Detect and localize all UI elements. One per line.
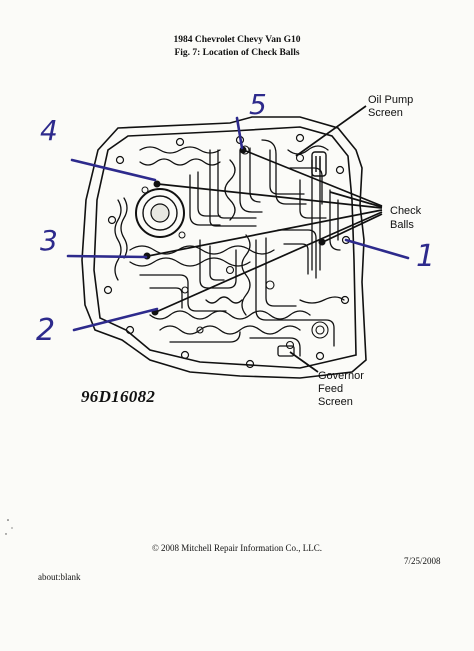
- source-url: about:blank: [38, 572, 81, 582]
- oil-pump-label-line1: Oil Pump: [368, 94, 413, 106]
- governor-label-line1: Governor: [318, 370, 364, 382]
- handwritten-numbers: 5 4 3 2 1: [36, 88, 435, 348]
- hand-number-5: 5: [249, 88, 267, 121]
- check-balls-label-line1: Check: [390, 205, 422, 217]
- governor-feed-screen: [277, 345, 295, 357]
- hand-number-1: 1: [416, 239, 435, 274]
- pen-markings: [66, 116, 410, 332]
- copyright-notice: © 2008 Mitchell Repair Information Co., …: [151, 543, 323, 553]
- accumulator-cover: [135, 186, 186, 239]
- valve-body-outline: [81, 116, 367, 379]
- figure-id: 96D16082: [81, 387, 156, 406]
- callout-labels: Oil Pump Screen Check Balls Governor Fee…: [318, 94, 422, 408]
- governor-label-line3: Screen: [318, 396, 353, 408]
- leader-lines: [147, 105, 383, 373]
- figure-caption: Fig. 7: Location of Check Balls: [174, 48, 300, 58]
- page-header: 1984 Chevrolet Chevy Van G10 Fig. 7: Loc…: [0, 34, 474, 60]
- check-ball-4: [153, 180, 161, 188]
- hand-number-2: 2: [36, 313, 55, 348]
- oil-pump-label-line2: Screen: [368, 107, 403, 119]
- page-title: 1984 Chevrolet Chevy Van G10: [173, 35, 301, 45]
- check-balls-label-line2: Balls: [390, 219, 414, 231]
- print-date: 7/25/2008: [404, 556, 441, 566]
- fluid-passages: [114, 139, 345, 357]
- oil-pump-screen: [311, 151, 327, 177]
- scan-specks: [5, 519, 13, 535]
- hand-number-3: 3: [40, 224, 58, 257]
- hand-number-4: 4: [40, 114, 58, 147]
- governor-label-line2: Feed: [318, 383, 343, 395]
